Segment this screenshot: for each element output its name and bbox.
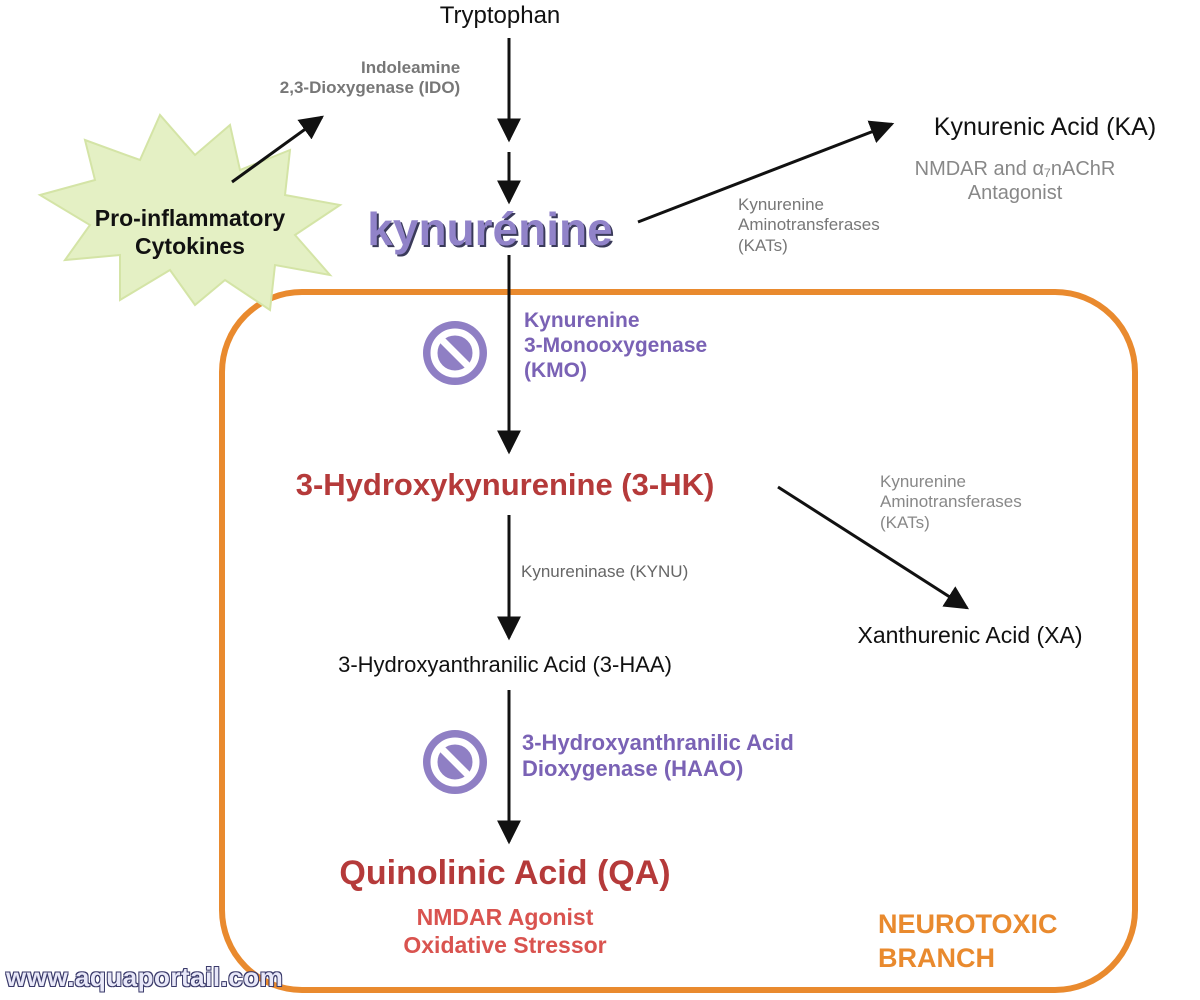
xanthurenic-acid-label: Xanthurenic Acid (XA) bbox=[857, 622, 1083, 648]
branch-line-1: NEUROTOXIC bbox=[878, 909, 1058, 939]
kynurenine-label: kynurénine bbox=[367, 203, 613, 255]
arrow-3hk-to-xa bbox=[777, 485, 970, 610]
kats-mid-enzyme-label: Kynurenine Aminotransferases (KATs) bbox=[880, 472, 1022, 533]
kats-mid-line-2: Aminotransferases bbox=[880, 492, 1022, 512]
cytokines-line-1: Pro-inflammatory bbox=[94, 205, 286, 231]
ka-desc-line-2: Antagonist bbox=[967, 182, 1063, 204]
kats-top-line-2: Aminotransferases bbox=[738, 215, 880, 235]
quinolinic-acid-description: NMDAR Agonist Oxidative Stressor bbox=[403, 904, 606, 959]
neurotoxic-branch-label: NEUROTOXIC BRANCH bbox=[878, 908, 1058, 976]
kmo-line-3: (KMO) bbox=[524, 359, 587, 383]
kats-top-line-1: Kynurenine bbox=[738, 195, 825, 214]
hydroxykynurenine-label: 3-Hydroxykynurenine (3-HK) bbox=[295, 467, 715, 502]
qa-desc-line-2: Oxidative Stressor bbox=[403, 931, 607, 958]
kynu-enzyme-label: Kynureninase (KYNU) bbox=[521, 562, 689, 581]
ido-line-1: Indoleamine bbox=[361, 58, 461, 77]
neurotoxic-branch-box bbox=[219, 289, 1138, 993]
ka-desc-line-1: NMDAR and α₇nAChR bbox=[914, 158, 1116, 180]
arrow-cytokines-to-ido bbox=[231, 115, 324, 184]
watermark: www.aquaportail.com bbox=[6, 962, 284, 992]
cytokines-starburst bbox=[37, 113, 343, 312]
kynurenic-acid-label: Kynurenic Acid (KA) bbox=[933, 113, 1157, 141]
hydroxyanthranilic-acid-label: 3-Hydroxyanthranilic Acid (3-HAA) bbox=[338, 652, 672, 677]
kynurenic-acid-description: NMDAR and α₇nAChR Antagonist bbox=[915, 157, 1116, 205]
kmo-line-1: Kynurenine bbox=[524, 309, 640, 332]
kmo-prohibited-icon bbox=[423, 321, 487, 385]
cytokines-label: Pro-inflammatory Cytokines bbox=[95, 205, 285, 260]
tryptophan-label: Tryptophan bbox=[439, 2, 561, 29]
qa-desc-line-1: NMDAR Agonist bbox=[416, 904, 594, 930]
haao-line-1: 3-Hydroxyanthranilic Acid bbox=[522, 730, 794, 755]
kats-top-line-3: (KATs) bbox=[738, 235, 788, 255]
quinolinic-acid-label: Quinolinic Acid (QA) bbox=[339, 854, 671, 892]
haao-prohibited-icon bbox=[423, 730, 487, 794]
arrow-kynurenine-to-ka bbox=[637, 120, 895, 224]
kmo-enzyme-label: Kynurenine 3-Monooxygenase (KMO) bbox=[524, 308, 707, 384]
cytokines-line-2: Cytokines bbox=[135, 232, 245, 259]
kmo-line-2: 3-Monooxygenase bbox=[524, 334, 708, 358]
haao-line-2: Dioxygenase (HAAO) bbox=[522, 756, 744, 782]
haao-enzyme-label: 3-Hydroxyanthranilic Acid Dioxygenase (H… bbox=[522, 730, 794, 783]
ido-line-2: 2,3-Dioxygenase (IDO) bbox=[279, 78, 461, 98]
ido-enzyme-label: Indoleamine 2,3-Dioxygenase (IDO) bbox=[280, 58, 460, 99]
kats-top-enzyme-label: Kynurenine Aminotransferases (KATs) bbox=[738, 195, 880, 256]
kats-mid-line-3: (KATs) bbox=[880, 512, 930, 532]
branch-line-2: BRANCH bbox=[878, 942, 995, 973]
kats-mid-line-1: Kynurenine bbox=[880, 472, 967, 491]
